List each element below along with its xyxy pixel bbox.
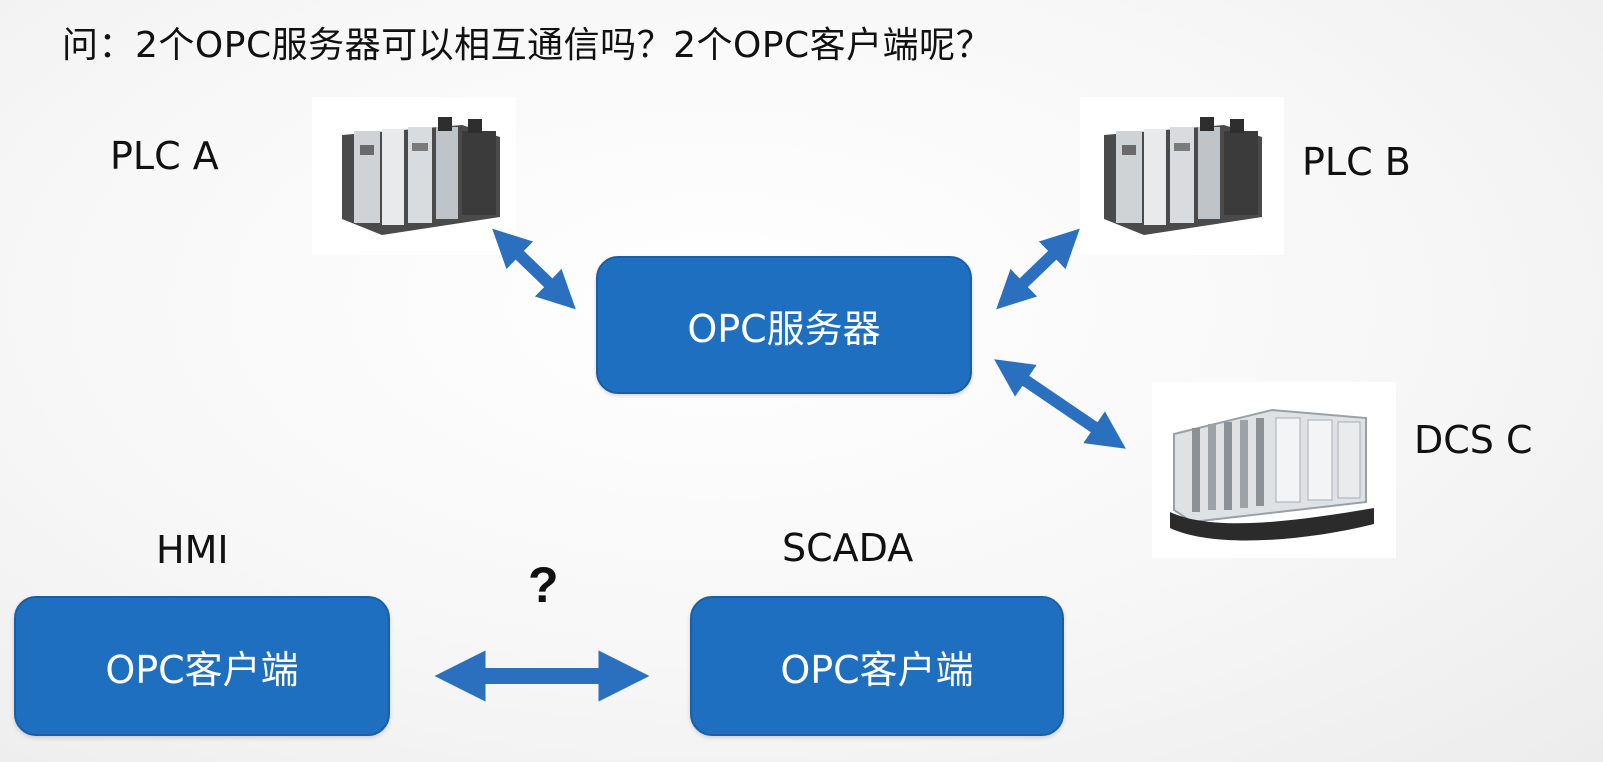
opc-server-box: OPC服务器 bbox=[596, 256, 972, 394]
scada-client-label: OPC客户端 bbox=[780, 647, 974, 692]
dcs-c-label: DCS C bbox=[1414, 418, 1533, 462]
scada-label: SCADA bbox=[782, 526, 914, 570]
scada-client-box: OPC客户端 bbox=[690, 596, 1064, 736]
arrow-server-to-dcs bbox=[994, 359, 1126, 449]
question-title: 问：2个OPC服务器可以相互通信吗？2个OPC客户端呢？ bbox=[62, 25, 993, 66]
arrow-plc-a-to-server bbox=[492, 228, 576, 310]
hmi-label: HMI bbox=[156, 528, 229, 572]
plc-a-device bbox=[312, 97, 516, 255]
plc-device-icon bbox=[312, 97, 516, 255]
plc-device-icon bbox=[1080, 97, 1284, 255]
opc-server-label: OPC服务器 bbox=[687, 306, 881, 351]
plc-b-label: PLC B bbox=[1302, 140, 1411, 184]
dcs-c-device bbox=[1152, 382, 1396, 558]
arrow-plc-b-to-server bbox=[996, 228, 1080, 310]
hmi-client-box: OPC客户端 bbox=[14, 596, 390, 736]
plc-b-device bbox=[1080, 97, 1284, 255]
plc-a-label: PLC A bbox=[110, 134, 219, 178]
dcs-rack-icon bbox=[1152, 382, 1396, 558]
hmi-client-label: OPC客户端 bbox=[105, 647, 299, 692]
question-mark: ? bbox=[528, 557, 559, 613]
